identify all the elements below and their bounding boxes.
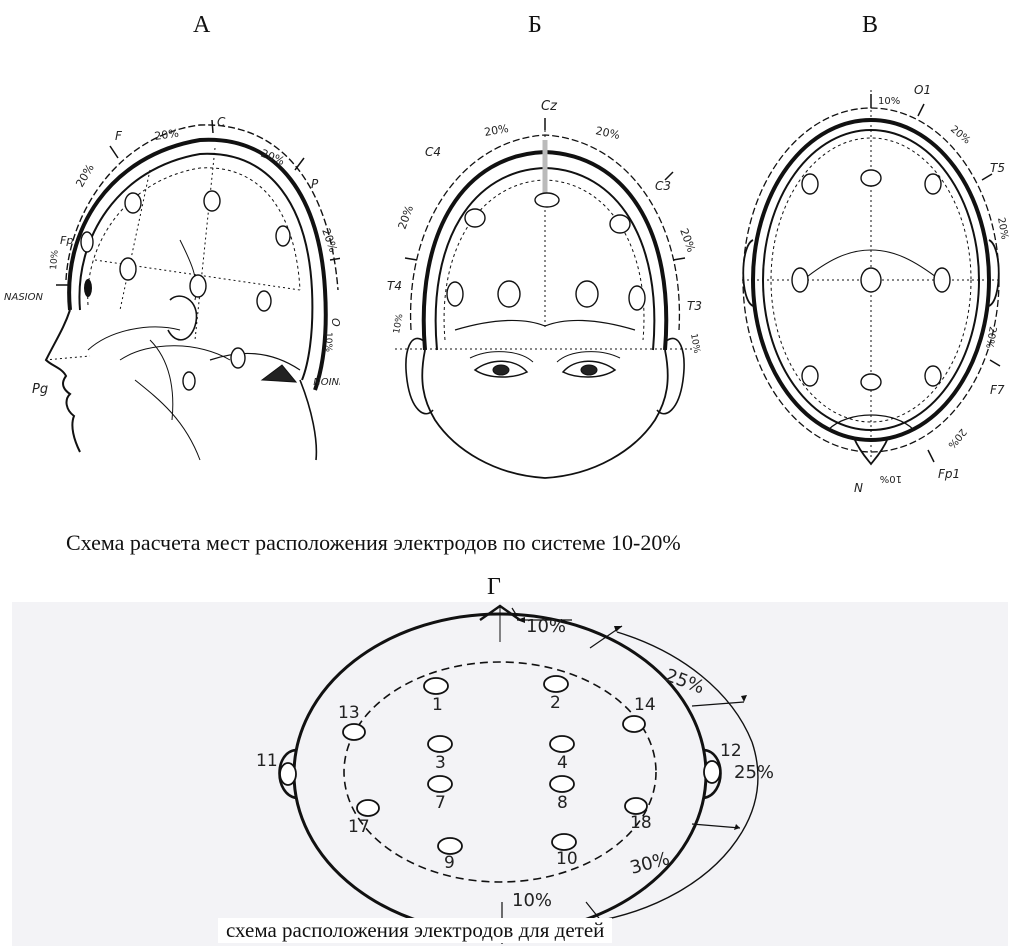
percent-a-6: 10% [323, 332, 333, 352]
label-c4: C4 [425, 145, 441, 159]
label-nasion: NASION [4, 292, 43, 303]
caption-top: Схема расчета мест расположения электрод… [66, 530, 681, 556]
label-cz: Cz [541, 99, 558, 114]
percent-a-3: 20% [73, 162, 96, 190]
percent-v-1: 10% [878, 96, 900, 107]
label-fp: Fp [60, 234, 73, 247]
label-o: O [329, 318, 340, 327]
electrode-label-4: 4 [557, 753, 568, 773]
percent-b-3: 20% [396, 204, 417, 231]
electrode-label-8: 8 [557, 793, 568, 813]
label-fp1: Fp1 [938, 467, 960, 481]
label-f7: F7 [990, 383, 1005, 397]
electrode-label-10: 10 [556, 849, 578, 869]
label-t3: T3 [687, 299, 702, 313]
percent-g-upper: 25% [662, 665, 707, 698]
percent-g-lower: 30% [628, 848, 672, 879]
percent-a-5: 10% [49, 249, 61, 270]
caption-bottom: схема расположения электродов для детей [218, 918, 612, 943]
percent-v-5: 20% [945, 426, 968, 450]
electrode-label-17: 17 [348, 817, 370, 837]
label-n: N [854, 481, 863, 495]
electrode-label-18: 18 [630, 813, 652, 833]
label-p: P [311, 177, 319, 191]
panel-letter-b: Б [528, 12, 542, 39]
panel-b-front-head-diagram: Cz C4 C3 T4 T3 20% 20% 20% 20% 10% 10% [375, 80, 715, 480]
label-c: C [217, 115, 226, 129]
panel-a-side-head-diagram: F C P Fp NASION Pg O INION 20% 20% 20% 2… [0, 60, 340, 480]
electrode-label-11: 11 [256, 751, 278, 771]
panel-v-top-head-diagram: O1 T5 F7 Fp1 N 10% 20% 20% 20% 20% 10% [728, 60, 1018, 500]
label-o1: O1 [914, 83, 931, 97]
label-c3: C3 [655, 179, 671, 193]
percent-v-6: 10% [880, 473, 902, 484]
electrode-label-2: 2 [550, 693, 561, 713]
electrode-label-9: 9 [444, 853, 455, 873]
panel-letter-v: В [862, 12, 878, 39]
electrode-label-14: 14 [634, 695, 656, 715]
electrode-label-13: 13 [338, 703, 360, 723]
electrode-label-1: 1 [432, 695, 443, 715]
electrode-label-12: 12 [720, 741, 742, 761]
percent-b-5: 10% [392, 313, 405, 335]
label-t5: T5 [990, 161, 1005, 175]
panel-g-child-electrode-diagram: 1 2 3 4 7 8 9 10 11 12 13 14 17 18 10% 2… [12, 602, 1008, 946]
percent-b-4: 20% [677, 227, 698, 254]
label-t4: T4 [387, 279, 402, 293]
panel-letter-g: Г [487, 574, 501, 601]
percent-g-front: 10% [526, 616, 566, 637]
percent-v-2: 20% [948, 124, 972, 147]
percent-b-6: 10% [688, 333, 701, 355]
percent-v-3: 20% [995, 217, 1010, 241]
percent-g-side: 25% [734, 762, 774, 783]
percent-b-1: 20% [483, 122, 509, 139]
percent-a-1: 20% [154, 127, 180, 143]
percent-b-2: 20% [594, 124, 621, 142]
percent-a-2: 20% [259, 147, 287, 168]
percent-g-back: 10% [512, 890, 552, 911]
electrode-label-7: 7 [435, 793, 446, 813]
label-pg: Pg [32, 382, 48, 397]
panel-letter-a: А [193, 12, 210, 39]
percent-v-4: 20% [983, 325, 998, 349]
label-inion: INION [313, 375, 340, 386]
percent-a-4: 20% [319, 227, 340, 254]
label-f: F [115, 129, 123, 143]
electrode-label-3: 3 [435, 753, 446, 773]
